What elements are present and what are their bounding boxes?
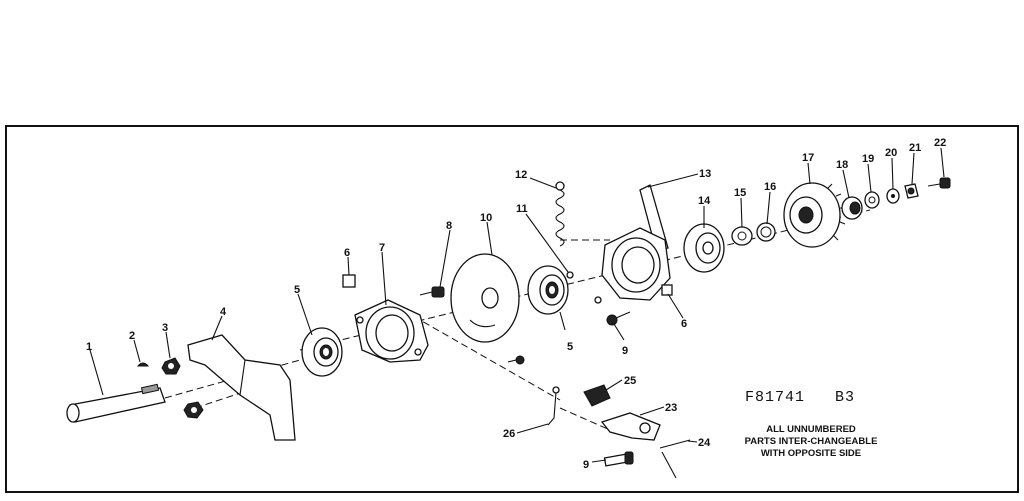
part-label-14: 14 [698, 195, 711, 207]
part-label-24: 24 [698, 437, 711, 449]
part-label-6: 6 [681, 318, 687, 330]
part-label-21: 21 [909, 142, 921, 154]
part-label-19: 19 [862, 153, 874, 165]
part-label-20: 20 [885, 147, 897, 159]
link-rod-part [547, 386, 560, 426]
part-label-4: 4 [220, 306, 227, 318]
part-label-25: 25 [624, 375, 636, 387]
spring-part [555, 181, 565, 247]
lever-arm-part [601, 184, 671, 301]
part-labels: 1 2 3 4 5 5 6 6 7 8 9 9 10 11 12 13 14 1… [86, 137, 946, 471]
part-label-5: 5 [294, 284, 300, 296]
screw-part-lower [603, 451, 634, 467]
part-label-1: 1 [86, 341, 92, 353]
sprocket-part [783, 182, 846, 248]
clip-part [756, 222, 776, 242]
pin-part [566, 271, 602, 304]
bolt-part-8 [419, 286, 445, 298]
part-label-6: 6 [344, 247, 350, 259]
parts-note: ALL UNNUMBERED PARTS INTER-CHANGEABLE WI… [745, 424, 878, 459]
pulley-part [683, 223, 725, 273]
bearing-part-right [527, 265, 569, 315]
leader-lines [89, 147, 945, 463]
square-nut-part-left [342, 274, 356, 288]
screw-part-upper [606, 311, 631, 326]
part-label-22: 22 [934, 137, 946, 149]
washer-part-20 [886, 188, 900, 204]
pin-rod-part [659, 439, 691, 479]
flange-housing-part [354, 299, 429, 363]
part-label-17: 17 [802, 152, 814, 164]
part-label-3: 3 [162, 322, 168, 334]
nut-part [161, 357, 181, 375]
bracket-part [187, 334, 296, 441]
washer-part-15 [731, 226, 753, 246]
part-label-9: 9 [583, 459, 589, 471]
part-label-10: 10 [480, 212, 492, 224]
plate-disc-part [450, 253, 520, 343]
bearing-part-left [301, 327, 343, 377]
drawing-code: F81741 B3 [745, 389, 855, 406]
square-nut-part-right [661, 284, 673, 296]
spring-clip-part [583, 384, 611, 407]
part-label-23: 23 [665, 402, 677, 414]
bracket-plate-part [600, 412, 661, 441]
part-label-16: 16 [764, 181, 776, 193]
part-label-11: 11 [516, 203, 528, 215]
note-line-1: ALL UNNUMBERED [766, 424, 856, 435]
part-label-15: 15 [734, 187, 746, 199]
part-label-5: 5 [567, 341, 573, 353]
part-label-2: 2 [129, 330, 135, 342]
hub-part [841, 196, 863, 220]
hex-nut-part [183, 401, 204, 419]
bolt-part-small [507, 355, 525, 365]
part-label-7: 7 [379, 242, 385, 254]
part-label-13: 13 [699, 168, 711, 180]
lock-part [904, 183, 919, 199]
shaft-part [66, 383, 166, 423]
part-label-8: 8 [446, 220, 452, 232]
diagram-frame [5, 125, 1019, 493]
note-line-2: PARTS INTER-CHANGEABLE [745, 436, 878, 447]
part-label-26: 26 [503, 428, 515, 440]
part-label-18: 18 [836, 159, 848, 171]
note-line-3: WITH OPPOSITE SIDE [761, 448, 861, 459]
washer-part-19 [864, 191, 880, 209]
key-part [136, 362, 150, 367]
bolt-part-22 [927, 177, 951, 189]
part-label-9: 9 [622, 345, 628, 357]
part-label-12: 12 [515, 169, 527, 181]
